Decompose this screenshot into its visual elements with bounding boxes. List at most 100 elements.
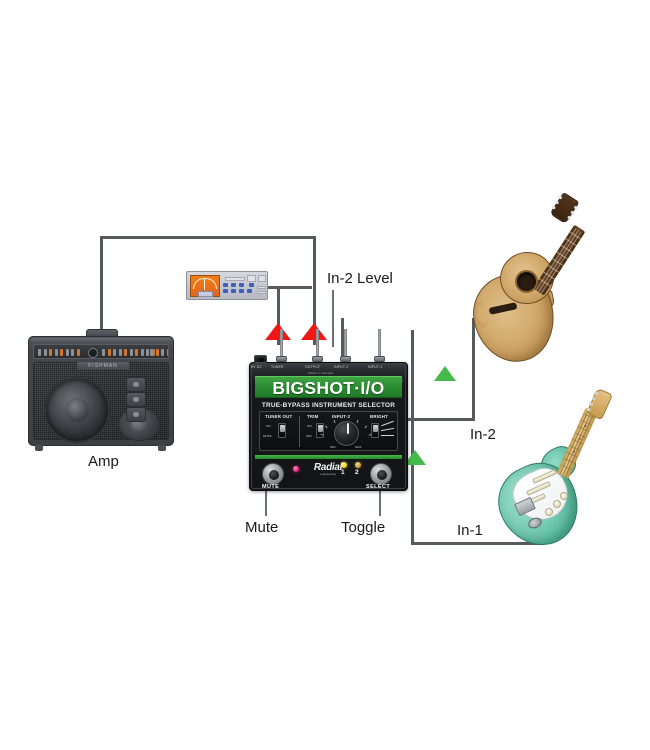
panel-divider-1: [299, 416, 300, 447]
tuner-button-2[interactable]: [231, 283, 236, 287]
pedal-subtitle: TRUE-BYPASS INSTRUMENT SELECTOR: [261, 402, 396, 409]
tuner-readout-small: [247, 275, 256, 282]
tuner-illustration: [186, 271, 268, 300]
cable-in1-vertical-left: [411, 330, 414, 545]
electric-neck: [556, 407, 598, 479]
acoustic-guitar-illustration: [465, 191, 588, 370]
knob-max-label: MAX: [355, 445, 362, 449]
jack-input-2[interactable]: [340, 329, 351, 362]
cable-amp-vertical-left: [100, 236, 103, 338]
tuner-button-6[interactable]: [231, 289, 236, 293]
control-label-bright: BRIGHT: [370, 414, 389, 419]
amp-side-knob-2: [126, 392, 146, 407]
leader-toggle: [379, 491, 381, 516]
cable-output-to-amp: [313, 236, 316, 345]
tuner-slot-2: [257, 291, 266, 294]
jack-output[interactable]: [312, 329, 323, 362]
jack-label-input2: INPUT-2: [334, 365, 349, 369]
control-label-trim: TRIM: [307, 414, 319, 419]
lower-green-stripe: [255, 455, 402, 459]
tuner-button-4[interactable]: [249, 283, 254, 287]
label-in1: In-1: [457, 522, 483, 539]
tuner-note-box: [198, 291, 213, 297]
tuner-brand-plate: [258, 275, 266, 282]
knob-tick-2: [324, 425, 328, 428]
switch-bright[interactable]: [371, 423, 379, 438]
leader-mute: [265, 491, 267, 516]
radial-logo: Radial: [313, 462, 343, 473]
label-in2: In-2: [470, 426, 496, 443]
cable-tuner-vertical: [277, 286, 280, 345]
brand-band: BIGSHOT·I/O: [255, 376, 402, 398]
switch-tuner-out[interactable]: [278, 423, 286, 438]
cable-amp-horizontal-top: [100, 236, 316, 239]
control-label-tuner-out: TUNER OUT: [265, 414, 293, 419]
led-mute-indicator: [293, 466, 299, 472]
amp-side-knob-3: [126, 407, 146, 422]
knob-input-2-level[interactable]: [334, 421, 359, 446]
cable-tuner-horizontal: [266, 286, 312, 289]
footswitch-select[interactable]: [370, 463, 392, 485]
arrow-red-tuner: [265, 323, 291, 340]
amp-brand: FISHMAN: [77, 362, 129, 370]
led-channel-2: [355, 462, 361, 468]
jack-power-9vdc[interactable]: [254, 355, 267, 363]
amp-foot-left: [35, 445, 43, 451]
electric-guitar-illustration: [486, 387, 618, 559]
switch-trim[interactable]: [316, 423, 324, 438]
led-channel-1: [341, 462, 347, 468]
control-panel: TUNER OUT ON MUTE TRIM ON OFF INPUT-2 MI…: [259, 411, 398, 451]
tuner-button-5[interactable]: [223, 289, 228, 293]
electric-headstock: [586, 387, 613, 421]
jack-label-output: OUTPUT: [305, 365, 321, 369]
tuner-needle: [204, 279, 205, 290]
jack-label-input1: INPUT-1: [368, 365, 383, 369]
tuner-button-8[interactable]: [247, 289, 252, 293]
tuner-slot-1: [257, 286, 266, 289]
electric-tone-knob-1: [553, 500, 561, 508]
knob-tick-4: [356, 419, 359, 423]
brand-name: BIGSHOT·I/O: [272, 378, 385, 398]
knob-tick-5: [364, 425, 368, 428]
amp-grille: FISHMAN: [33, 362, 169, 443]
led-number-1: 1: [341, 469, 345, 476]
electric-volume-knob: [545, 508, 553, 516]
cable-in2-horizontal: [341, 418, 475, 421]
acoustic-headstock: [549, 191, 580, 225]
jack-input-1[interactable]: [374, 329, 385, 362]
switch-tuner-out-on: ON: [266, 424, 271, 428]
led-number-2: 2: [355, 469, 359, 476]
tuner-button-3[interactable]: [239, 283, 244, 287]
tuner-readout-bar: [225, 277, 245, 281]
amp-woofer: [44, 377, 110, 443]
tuner-button-1[interactable]: [223, 283, 228, 287]
amp-control-panel: [33, 344, 169, 359]
knob-tick-3: [333, 419, 336, 423]
tuner-button-7[interactable]: [239, 289, 244, 293]
switch-trim-on: ON: [307, 424, 312, 428]
knob-min-label: MIN: [330, 445, 336, 449]
jack-label-power: 9V DC: [251, 365, 262, 369]
amp-foot-right: [158, 445, 166, 451]
label-in2-level: In-2 Level: [327, 270, 393, 287]
footswitch-select-label: SELECT: [366, 484, 391, 490]
jack-label-tuner: TUNER: [271, 365, 284, 369]
electric-tone-knob-2: [560, 492, 568, 500]
control-label-input2: INPUT-2: [332, 414, 351, 419]
arrow-green-in1: [404, 450, 426, 465]
arrow-red-output: [301, 323, 327, 340]
footswitch-mute-label: MUTE: [262, 484, 280, 490]
footswitch-mute[interactable]: [262, 463, 284, 485]
cable-in2-to-guitar: [472, 318, 475, 421]
jack-tuner[interactable]: [276, 329, 287, 362]
amp-top-rail: [31, 338, 171, 343]
pedal-chassis-edge: [251, 364, 406, 489]
made-in-text: Made in Canada: [308, 371, 333, 375]
label-mute: Mute: [245, 519, 279, 536]
amp-side-knob-1: [126, 377, 146, 392]
switch-tuner-out-off: MUTE: [263, 434, 272, 438]
label-toggle: Toggle: [341, 519, 386, 536]
bigshot-pedal: 9V DC TUNER OUTPUT INPUT-2 INPUT-1 Made …: [249, 329, 408, 491]
switch-trim-off: OFF: [306, 434, 312, 438]
